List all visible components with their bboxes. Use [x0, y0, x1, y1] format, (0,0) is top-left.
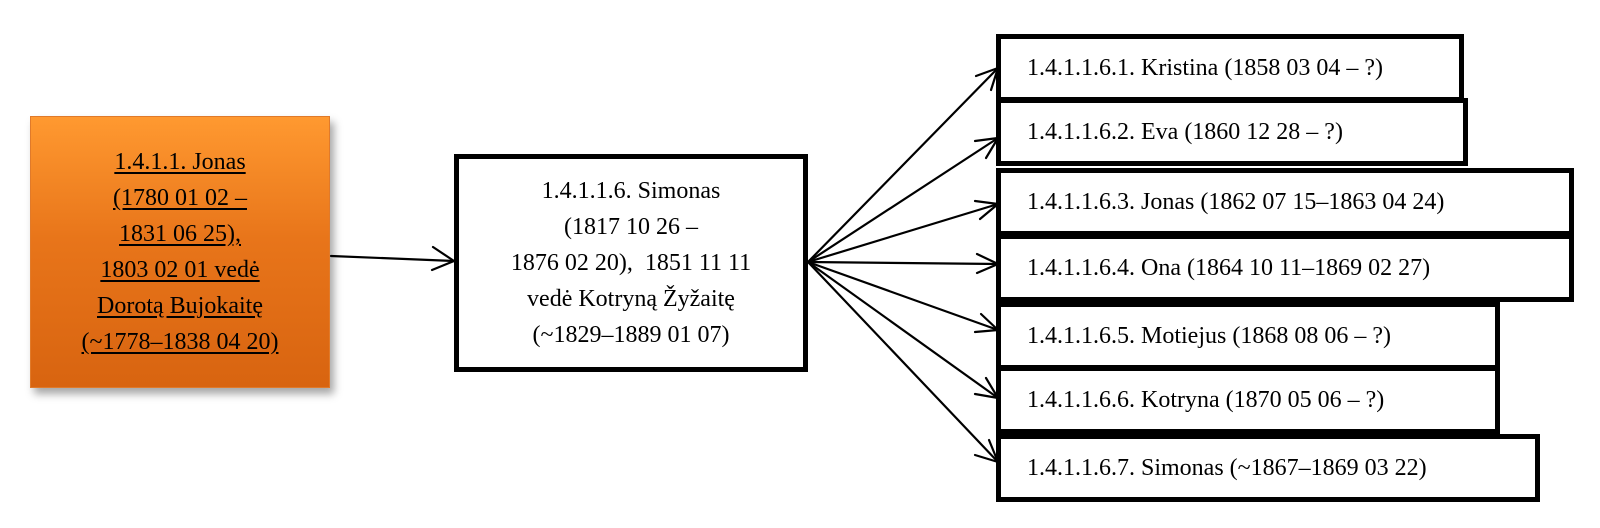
- middle-line-5: (~1829–1889 01 07): [532, 322, 730, 348]
- middle-line-2: (1817 10 26 –: [564, 214, 698, 240]
- arrow-to-child-5: [806, 260, 1000, 332]
- middle-line-1: 1.4.1.1.6. Simonas: [541, 178, 721, 204]
- middle-person-text: 1.4.1.1.6. Simonas (1817 10 26 – 1876 02…: [511, 173, 751, 353]
- root-line-6: (~1778–1838 04 20): [81, 329, 279, 355]
- arrow-to-child-2: [806, 136, 1000, 264]
- arrow-to-child-3: [806, 202, 1000, 264]
- child-box-7: 1.4.1.1.6.7. Simonas (~1867–1869 03 22): [996, 434, 1540, 502]
- middle-line-4: vedė Kotryną Žyžaitę: [527, 286, 735, 312]
- root-line-5: Dorotą Bujokaitę: [97, 293, 263, 319]
- child-box-3: 1.4.1.1.6.3. Jonas (1862 07 15–1863 04 2…: [996, 168, 1574, 236]
- arrowhead-root-to-middle: [430, 245, 456, 272]
- child-box-4: 1.4.1.1.6.4. Ona (1864 10 11–1869 02 27): [996, 234, 1574, 302]
- root-line-3: 1831 06 25),: [119, 221, 241, 247]
- child-box-2: 1.4.1.1.6.2. Eva (1860 12 28 – ?): [996, 98, 1468, 166]
- root-line-4: 1803 02 01 vedė: [100, 257, 260, 283]
- root-line-1: 1.4.1.1. Jonas: [114, 149, 246, 175]
- arrow-to-child-7: [806, 260, 1000, 464]
- arrow-to-child-4: [806, 260, 1000, 266]
- arrow-to-child-1: [806, 66, 1000, 264]
- root-line-2: (1780 01 02 –: [113, 185, 247, 211]
- middle-person-box: 1.4.1.1.6. Simonas (1817 10 26 – 1876 02…: [454, 154, 808, 372]
- child-box-1: 1.4.1.1.6.1. Kristina (1858 03 04 – ?): [996, 34, 1464, 102]
- child-box-6: 1.4.1.1.6.6. Kotryna (1870 05 06 – ?): [996, 366, 1500, 434]
- root-person-text: 1.4.1.1. Jonas (1780 01 02 – 1831 06 25)…: [82, 144, 279, 360]
- arrow-to-child-6: [806, 260, 1000, 400]
- child-box-5: 1.4.1.1.6.5. Motiejus (1868 08 06 – ?): [996, 302, 1500, 370]
- middle-line-3: 1876 02 20), 1851 11 11: [510, 250, 752, 276]
- root-person-box: 1.4.1.1. Jonas (1780 01 02 – 1831 06 25)…: [30, 116, 330, 388]
- arrow-root-to-middle: [329, 254, 456, 263]
